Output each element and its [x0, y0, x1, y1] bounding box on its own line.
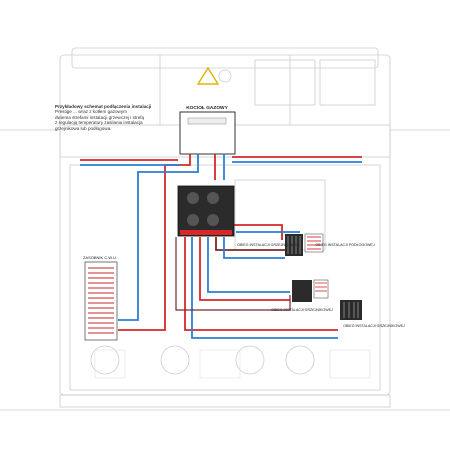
zone-4-label: OBIEG INSTALACJI GRZEJNIKOWEJ: [343, 324, 405, 328]
tank-label: ZASOBNIK C.W.U.: [83, 255, 117, 260]
pipes: [80, 154, 362, 339]
zone-3-label: OBIEG INSTALACJI GRZEJNIKOWEJ: [271, 308, 333, 312]
caption-line: z regulacją temperatury zasilania instal…: [55, 120, 143, 126]
caption-line: Prestige ... wraz z kotłem gazowym: [55, 109, 127, 115]
return-pipe: [223, 237, 285, 259]
diagram-caption: Przykładowy schemat podłączenia instalac…: [55, 104, 165, 131]
boiler-label: KOCIOŁ GAZOWY: [186, 105, 228, 111]
supply-pipe: [215, 237, 285, 251]
supply-pipe: [232, 224, 283, 240]
zone-1-label: OBIEG INSTALACJI GRZEJNIKOWEJ: [237, 243, 299, 247]
background-frame: [0, 47, 450, 411]
background-frame: [94, 349, 371, 379]
return-pipe: [191, 237, 338, 339]
zone-2-label: OBIEG INSTALACJI PODŁOGOWEJ: [315, 243, 374, 247]
supply-pipe: [199, 237, 290, 301]
boiler-gauge-icon: [218, 69, 232, 83]
caption-line: grzejnikowa lub podłogowa.: [55, 125, 112, 131]
zone-3-radiator: OBIEG INSTALACJI GRZEJNIKOWEJ: [271, 279, 333, 312]
supply-pipe: [184, 237, 338, 331]
return-pipe: [118, 154, 199, 321]
return-pipe: [207, 237, 290, 293]
supply-pipe: [175, 237, 291, 311]
zone-1-radiator: OBIEG INSTALACJI GRZEJNIKOWEJ: [237, 234, 303, 256]
supply-pipe: [118, 154, 191, 331]
hot-water-tank: ZASOBNIK C.W.U.: [83, 255, 118, 341]
caption-line: dwiema strefami instalacji grzewczej i s…: [55, 114, 145, 120]
hydraulic-manifold: [177, 185, 235, 237]
gas-boiler: KOCIOŁ GAZOWY: [179, 105, 236, 155]
warning-icon: [196, 66, 220, 85]
caption-title: Przykładowy schemat podłączenia instalac…: [55, 104, 152, 109]
zone-2-floor-coil: OBIEG INSTALACJI PODŁOGOWEJ: [304, 233, 375, 253]
zone-4-radiator: OBIEG INSTALACJI GRZEJNIKOWEJ: [340, 300, 405, 328]
